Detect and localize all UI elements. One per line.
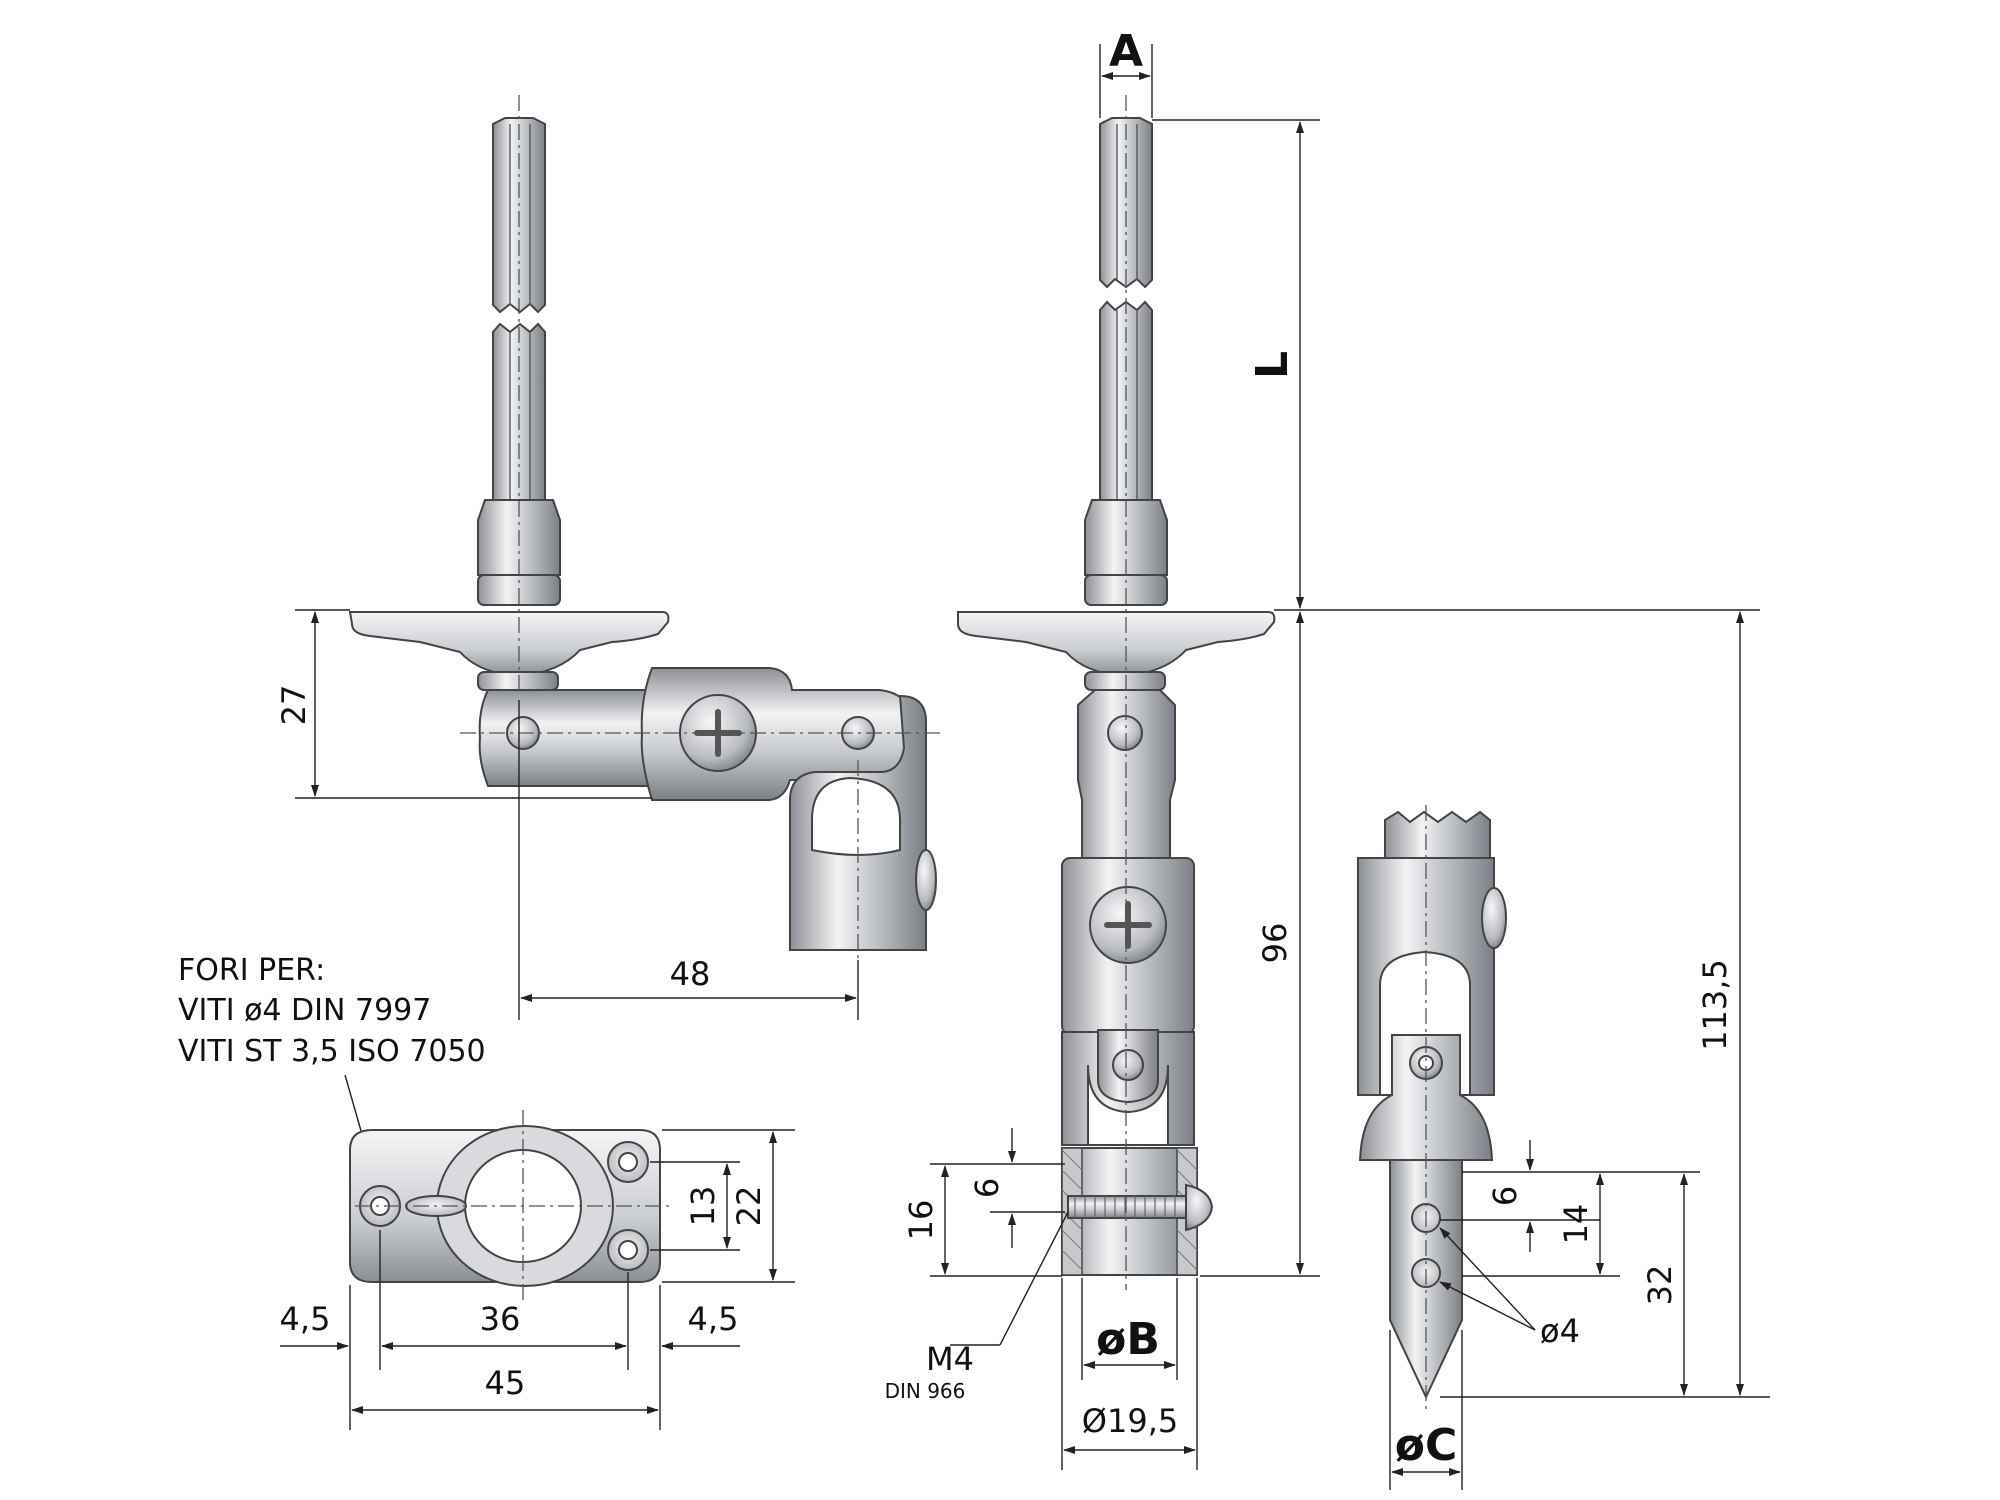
holes-note-line2: VITI ST 3,5 ISO 7050 (178, 1034, 486, 1069)
dim-4-5-left-label: 4,5 (280, 1300, 331, 1338)
dim-96-label: 96 (1256, 923, 1294, 964)
dim-hole-label: ø4 (1540, 1312, 1580, 1350)
holes-note-title: FORI PER: (178, 953, 325, 988)
lower-sleeve-section (1061, 1147, 1214, 1276)
ring-left (477, 671, 559, 691)
dim-6-right-label: 6 (1486, 1186, 1524, 1206)
joint-arm-left (478, 689, 661, 787)
dimension-48: 48 (518, 700, 859, 1020)
dim-6-middle-label: 6 (968, 1178, 1006, 1198)
dimension-45: 45 (351, 1364, 659, 1414)
screw-callout: M4 DIN 966 (885, 1211, 1069, 1403)
dimension-13: 13 (650, 1161, 740, 1251)
right-detail-view (1357, 805, 1507, 1410)
mounting-holes-note: FORI PER: VITI ø4 DIN 7997 VITI ST 3,5 I… (178, 953, 486, 1191)
holes-note-line1: VITI ø4 DIN 7997 (178, 993, 431, 1028)
dim-B-label: øB (1096, 1314, 1160, 1365)
dim-14-label: 14 (1557, 1204, 1595, 1245)
dim-22-label: 22 (730, 1186, 768, 1227)
dimension-A: A (1099, 26, 1153, 118)
dimension-96: 96 (1200, 611, 1320, 1277)
dim-48-label: 48 (670, 955, 711, 993)
front-view-middle (957, 95, 1276, 1290)
dim-45-label: 45 (485, 1364, 526, 1402)
dimension-L: L (1152, 119, 1760, 611)
dim-27-label: 27 (275, 685, 313, 726)
screw-size-label: M4 (926, 1340, 974, 1378)
dim-113-5-label: 113,5 (1696, 959, 1734, 1051)
dimension-32: 32 (1440, 1171, 1770, 1398)
dim-A-label: A (1109, 26, 1143, 77)
dimension-C: øC (1389, 1330, 1463, 1490)
dimension-19-5: Ø19,5 (1061, 1278, 1198, 1470)
fork-middle (1061, 1029, 1195, 1146)
dimension-14: 14 (1462, 1173, 1620, 1277)
dimension-row-4-5-36: 4,5 36 4,5 (280, 1230, 740, 1430)
dimension-22: 22 (662, 1129, 795, 1283)
dimension-6-middle: 6 (968, 1128, 1065, 1248)
dimension-16: 16 (902, 1163, 1062, 1277)
screw-standard-label: DIN 966 (885, 1379, 966, 1403)
dim-C-label: øC (1395, 1420, 1458, 1471)
dim-4-5-right-label: 4,5 (688, 1300, 739, 1338)
plate-top-view (349, 1110, 670, 1300)
dimension-113-5: 113,5 (1696, 611, 1744, 1396)
side-view-left (348, 95, 940, 960)
dim-L-label: L (1247, 351, 1298, 379)
dim-36-label: 36 (480, 1300, 521, 1338)
dimension-6-right: 6 (1440, 1140, 1600, 1252)
dimension-hole-dia: ø4 (1439, 1227, 1580, 1350)
dim-13-label: 13 (684, 1186, 722, 1227)
yoke-body-middle (1061, 857, 1195, 1035)
dimension-B: øB (1081, 1278, 1178, 1380)
bushing-left (477, 499, 561, 606)
dim-16-label: 16 (902, 1200, 940, 1241)
mounting-plate-left (348, 611, 670, 678)
dim-32-label: 32 (1641, 1265, 1679, 1306)
dimension-27: 27 (275, 609, 652, 799)
dim-19-5-label: Ø19,5 (1082, 1402, 1178, 1440)
mounting-plate-middle (957, 611, 1276, 678)
